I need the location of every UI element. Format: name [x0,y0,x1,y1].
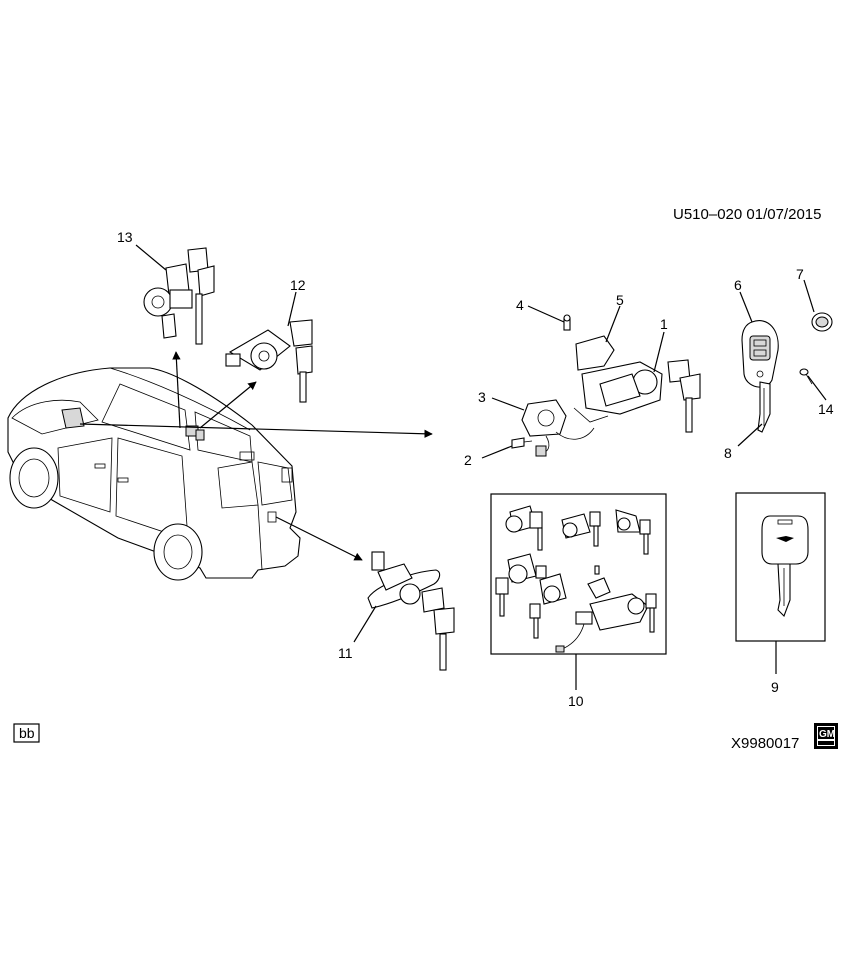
key-icon [757,381,771,433]
diagram-code: U510–020 01/07/2015 [673,206,821,223]
leader-2 [481,445,513,459]
leader-8 [737,423,763,447]
footer-tag: bb [19,725,35,741]
leader-11 [353,605,377,643]
gm-logo-icon: GM [814,723,838,749]
callout-3: 3 [478,389,486,405]
lock-cylinder-icon [495,505,657,653]
leader-6 [739,291,753,323]
key-icon [761,515,809,617]
remote-fob-icon [741,320,779,388]
figure-id: X9980017 [731,735,799,752]
callout-5: 5 [616,292,624,308]
callout-1: 1 [660,316,668,332]
lock-cylinder-icon [143,247,215,345]
ignition-switch-icon [511,314,701,457]
callout-7: 7 [796,266,804,282]
arrow-to-11 [275,516,363,561]
callout-2: 2 [464,452,472,468]
leader-1 [653,331,665,373]
van-illustration [7,367,301,581]
callout-14: 14 [818,401,834,417]
leader-7 [803,279,815,313]
lock-cylinder-icon [367,551,455,671]
arrow-to-12 [199,381,257,429]
leader-3 [491,397,525,411]
arrow-to-13 [172,351,181,429]
callout-6: 6 [734,277,742,293]
leader-5 [605,305,621,343]
callout-9: 9 [771,679,779,695]
key-blank-frame [735,492,826,642]
leader-13 [135,244,167,271]
callout-13: 13 [117,229,133,245]
lock-set-frame [490,493,667,655]
callout-12: 12 [290,277,306,293]
callout-11: 11 [338,645,353,661]
leader-12 [287,291,297,327]
lock-cylinder-icon [225,319,313,403]
footer-tag-box [13,723,40,743]
arrow-to-ignition [79,423,433,438]
leader-4 [527,305,565,323]
battery-icon [811,312,833,332]
callout-4: 4 [516,297,524,313]
callout-8: 8 [724,445,732,461]
gm-logo-text: GM [819,729,835,740]
screw-icon [799,368,813,385]
callout-10: 10 [568,693,584,709]
leader-14 [807,375,827,401]
